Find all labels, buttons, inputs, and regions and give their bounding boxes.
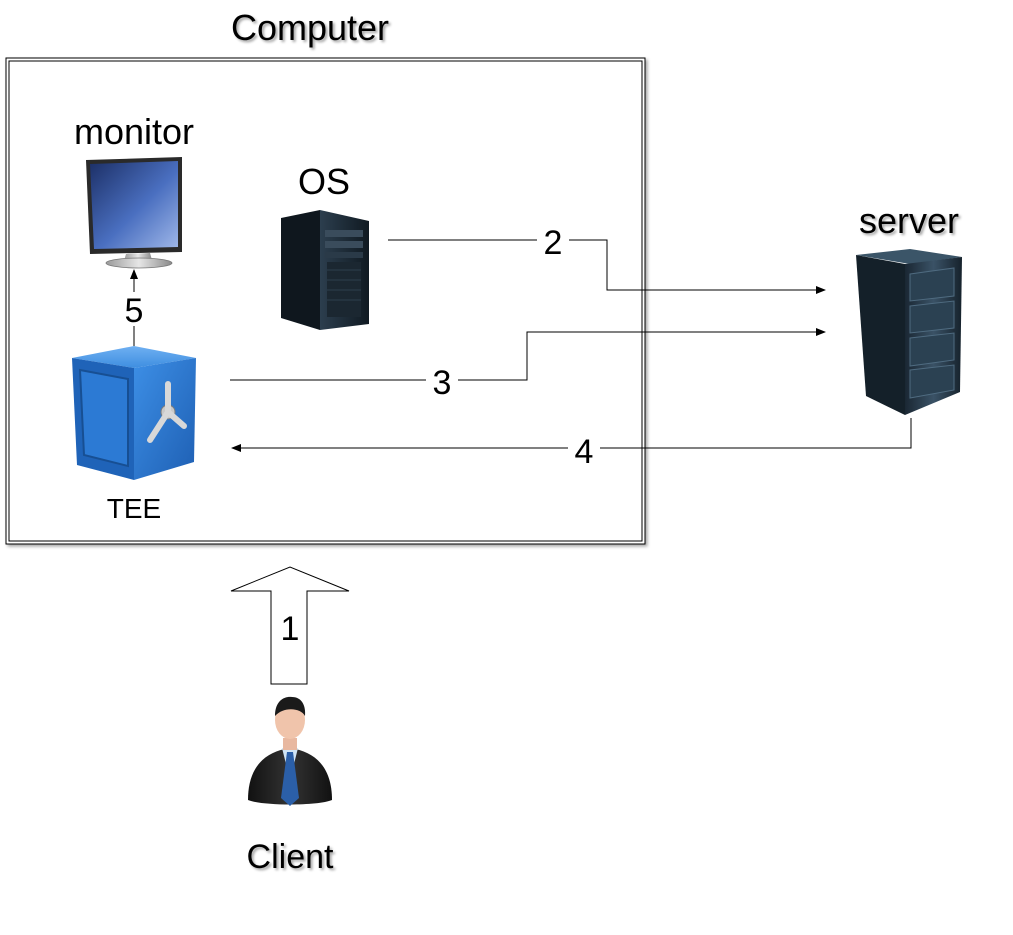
computer-label: Computer [231,7,389,48]
step-2-label: 2 [544,224,563,262]
arrow-2 [388,239,826,294]
monitor-label: monitor [74,111,194,152]
step-4-label: 4 [575,433,594,471]
arrow-1 [230,566,350,685]
safe-icon [72,346,196,480]
tower-pc-icon [281,210,369,330]
arrow-4 [231,418,912,452]
server-rack-icon [856,249,962,415]
step-1-label: 1 [281,610,300,648]
os-label: OS [298,161,350,202]
businessman-icon [248,696,332,806]
step-3-label: 3 [433,364,452,402]
tee-label: TEE [107,493,161,524]
monitor-icon [86,157,182,269]
step-5-label: 5 [125,292,144,330]
client-label: Client [247,838,334,876]
arrow-3 [230,328,826,381]
server-label: server [859,200,959,241]
